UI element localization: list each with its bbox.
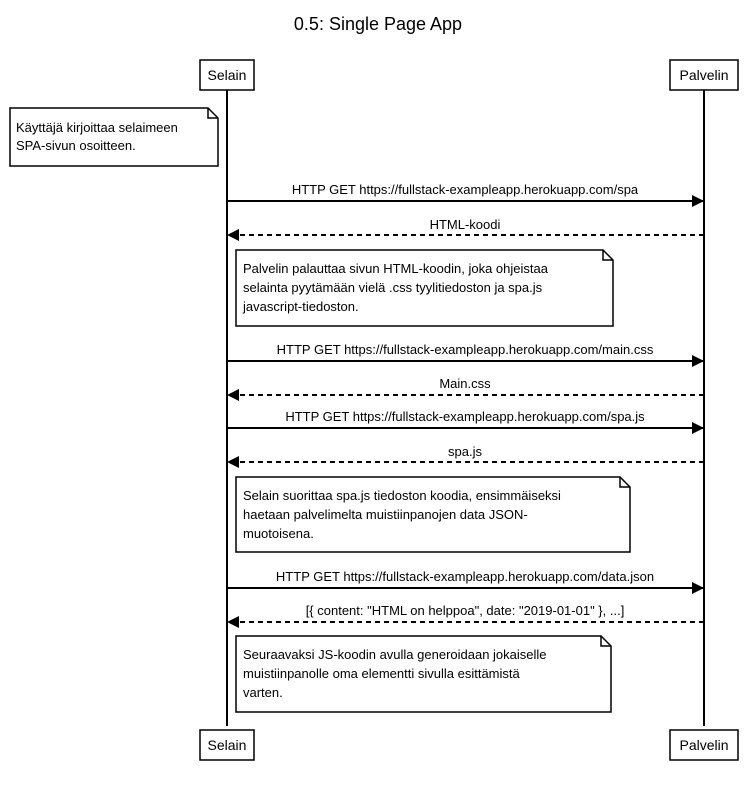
message-resp-json: [{ content: "HTML on helppoa", date: "20… — [227, 603, 704, 628]
browser-actor-top: Selain — [199, 59, 255, 91]
message-get-js-label: HTTP GET https://fullstack-exampleapp.he… — [285, 409, 645, 424]
note-render-line-1: Seuraavaksi JS-koodin avulla generoidaan… — [243, 647, 547, 662]
message-resp-html-label: HTML-koodi — [430, 217, 501, 232]
message-get-json: HTTP GET https://fullstack-exampleapp.he… — [227, 569, 704, 594]
server-actor-label: Palvelin — [679, 67, 728, 83]
note-intro: Käyttäjä kirjoittaa selaimeen SPA-sivun … — [9, 107, 219, 167]
browser-actor-label-bottom: Selain — [208, 737, 247, 753]
note-spa-line-1: Selain suorittaa spa.js tiedoston koodia… — [243, 488, 561, 503]
note-render-line-3: varten. — [243, 685, 283, 700]
note-html-line-3: javascript-tiedoston. — [242, 299, 359, 314]
note-spa-line-3: muotoisena. — [243, 526, 314, 541]
message-resp-html: HTML-koodi — [227, 217, 704, 241]
note-spa-line-2: haetaan palvelimelta muistiinpanojen dat… — [243, 507, 528, 522]
browser-actor-bottom: Selain — [199, 729, 255, 761]
message-resp-json-label: [{ content: "HTML on helppoa", date: "20… — [306, 603, 625, 618]
message-resp-js-label: spa.js — [448, 444, 482, 459]
note-intro-line-2: SPA-sivun osoitteen. — [16, 138, 136, 153]
message-get-json-label: HTTP GET https://fullstack-exampleapp.he… — [276, 569, 654, 584]
message-resp-js: spa.js — [227, 444, 704, 468]
message-resp-css-label: Main.css — [439, 376, 491, 391]
note-render: Seuraavaksi JS-koodin avulla generoidaan… — [235, 635, 612, 713]
message-get-css-label: HTTP GET https://fullstack-exampleapp.he… — [277, 342, 654, 357]
server-actor-bottom: Palvelin — [669, 729, 739, 761]
note-spa-exec: Selain suorittaa spa.js tiedoston koodia… — [235, 476, 631, 553]
browser-actor-label: Selain — [208, 67, 247, 83]
message-get-css: HTTP GET https://fullstack-exampleapp.he… — [227, 342, 704, 367]
message-get-spa-label: HTTP GET https://fullstack-exampleapp.he… — [292, 182, 639, 197]
note-html-line-2: selainta pyytämään vielä .css tyylitiedo… — [243, 280, 543, 295]
message-get-spa: HTTP GET https://fullstack-exampleapp.he… — [227, 182, 704, 207]
note-intro-line-1: Käyttäjä kirjoittaa selaimeen — [16, 120, 178, 135]
message-get-js: HTTP GET https://fullstack-exampleapp.he… — [227, 409, 704, 434]
diagram-title: 0.5: Single Page App — [294, 14, 462, 34]
note-render-line-2: muistiinpanolle oma elementti sivulla es… — [243, 666, 521, 681]
server-actor-top: Palvelin — [669, 59, 739, 91]
message-resp-css: Main.css — [227, 376, 704, 401]
note-html-line-1: Palvelin palauttaa sivun HTML-koodin, jo… — [243, 261, 549, 276]
server-actor-label-bottom: Palvelin — [679, 737, 728, 753]
note-html-response: Palvelin palauttaa sivun HTML-koodin, jo… — [235, 249, 614, 327]
